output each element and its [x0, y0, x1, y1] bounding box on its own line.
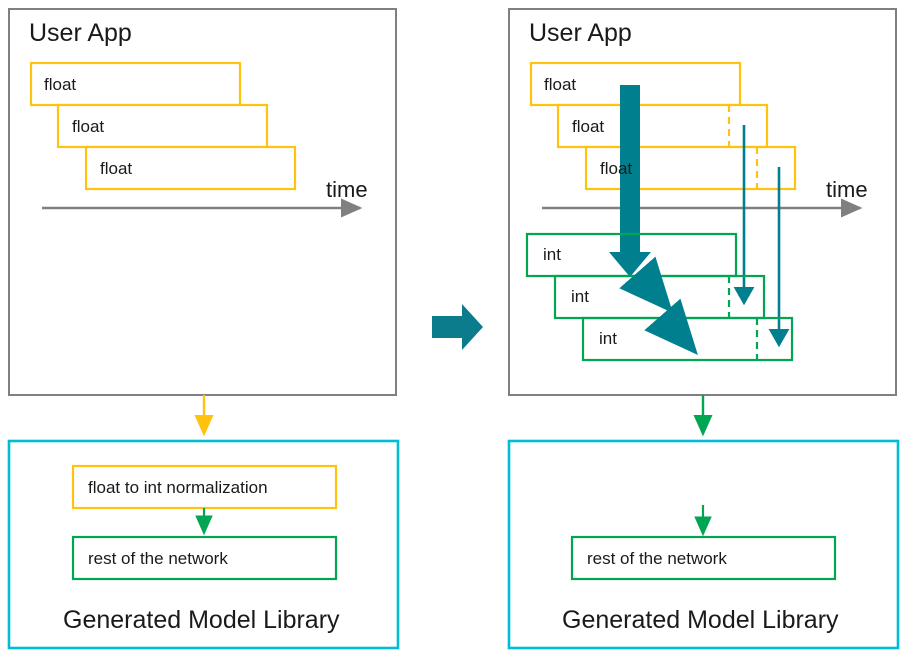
right-library-box-network-label: rest of the network: [587, 549, 727, 568]
right-time-axis-label: time: [826, 177, 868, 202]
left-float-box-1-label: float: [44, 75, 77, 94]
right-int-box-2-label: int: [571, 287, 589, 306]
left-library-box-network-label: rest of the network: [88, 549, 228, 568]
left-library-box-network: [71, 535, 338, 581]
left-app-panel-title: User App: [29, 19, 132, 47]
transition-right-arrow-icon: [432, 304, 483, 350]
right-chain-curve-arrow-1: [619, 256, 673, 314]
left-library-box-normalization-label: float to int normalization: [88, 478, 268, 497]
left-app-panel: [8, 8, 397, 396]
left-float-box-2-label: float: [72, 117, 105, 136]
right-float-box-2: [556, 103, 769, 149]
right-library-box-network: [570, 535, 837, 581]
right-app-panel-title: User App: [529, 19, 632, 47]
right-int-box-1-label: int: [543, 245, 561, 264]
left-float-box-3: [84, 145, 297, 191]
right-float-box-3-label: float: [600, 159, 633, 178]
left-library-panel-caption: Generated Model Library: [63, 606, 340, 634]
left-library-panel: [7, 439, 400, 650]
right-library-panel-caption: Generated Model Library: [562, 606, 839, 634]
right-library-panel: [507, 439, 900, 650]
right-float-box-2-label: float: [572, 117, 605, 136]
right-chain-curve-arrow-2: [644, 298, 698, 356]
quantization-thick-arrow-icon: [609, 85, 651, 277]
right-int-box-3-label: int: [599, 329, 617, 348]
left-float-box-3-label: float: [100, 159, 133, 178]
left-time-axis-label: time: [326, 177, 368, 202]
right-float-box-1-label: float: [544, 75, 577, 94]
